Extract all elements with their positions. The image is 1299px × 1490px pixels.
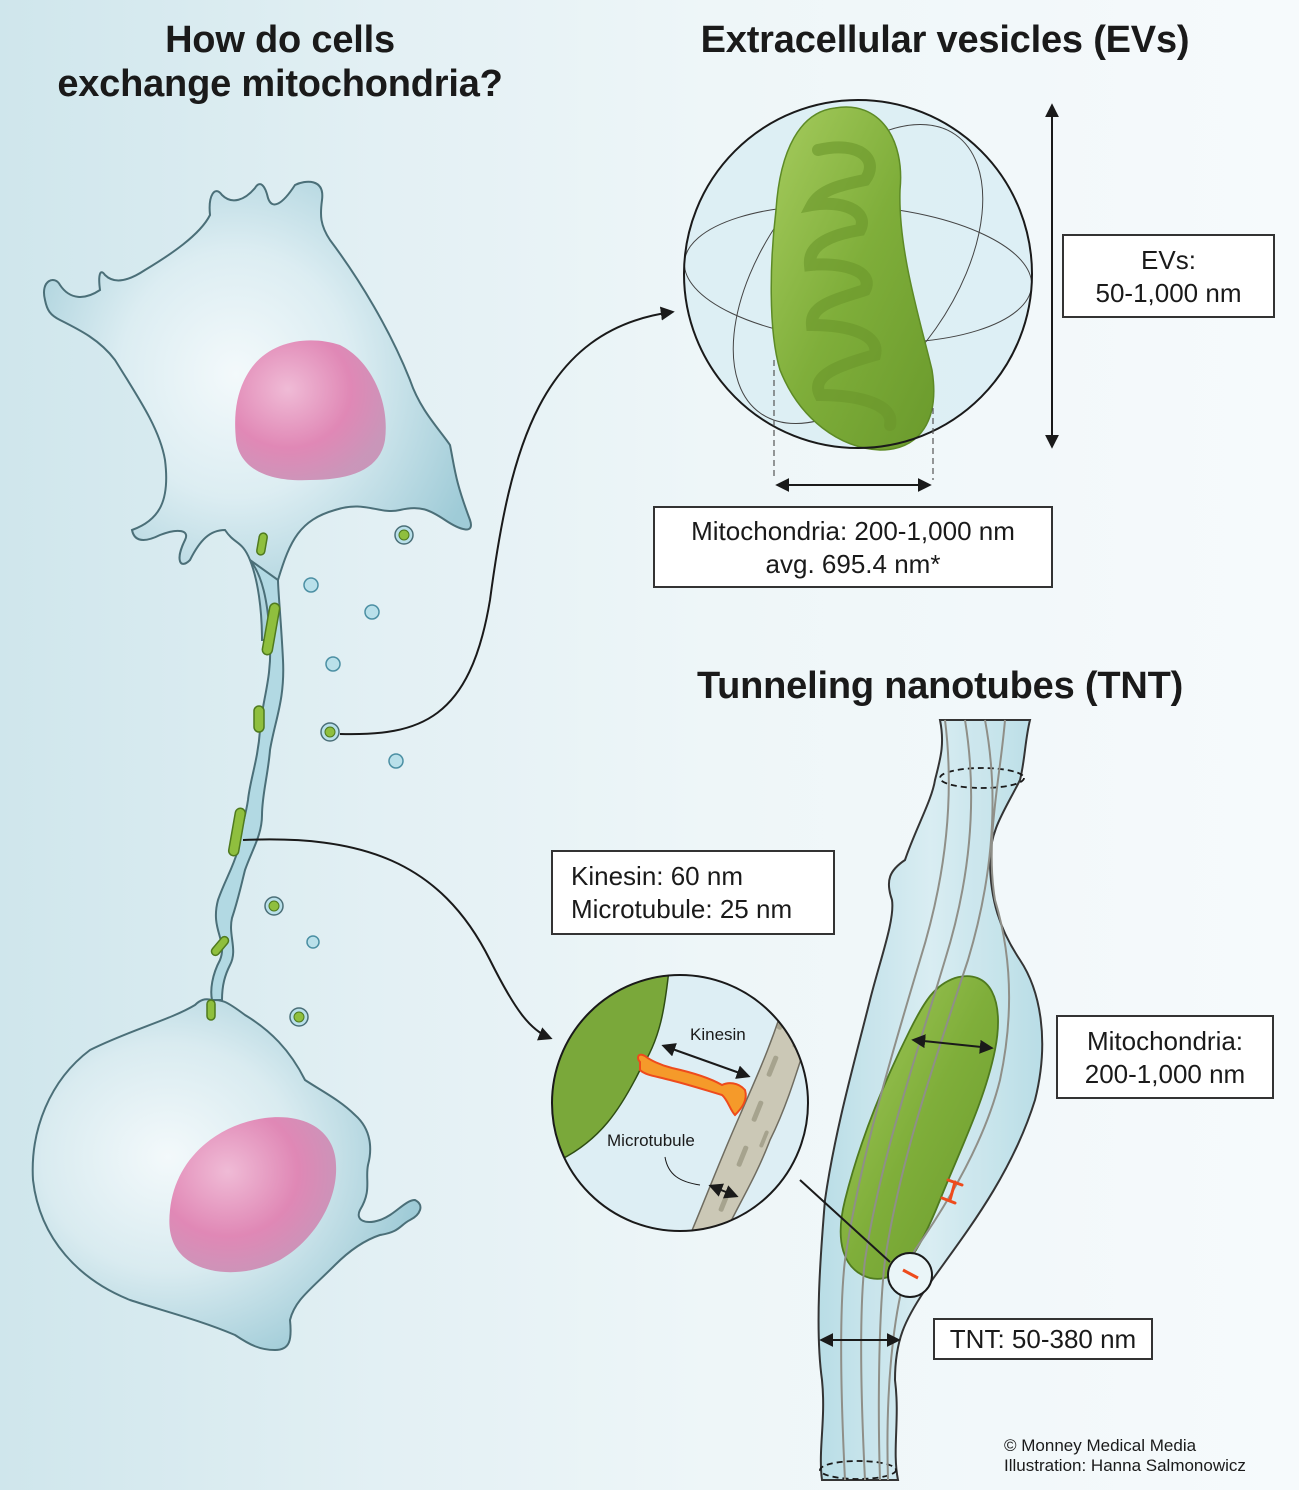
tnt-microtubules: [840, 719, 1011, 1481]
ev-mitochondria-label-line-2: avg. 695.4 nm*: [765, 549, 941, 579]
credits: © Monney Medical Media Illustration: Han…: [1004, 1436, 1246, 1476]
evs-size-label-line-2: 50-1,000 nm: [1095, 278, 1242, 308]
tnt-section-title: Tunneling nanotubes (TNT): [696, 665, 1184, 707]
tnt-mitochondria-width-arrow: [911, 1034, 994, 1054]
kinesin-microtubule-size-label: Kinesin: 60 nm Microtubule: 25 nm: [551, 850, 835, 935]
kinesin-in-bubble: [902, 1268, 919, 1280]
recipient-nucleus: [169, 1117, 337, 1273]
mitochondrion: [253, 705, 265, 733]
mitochondrion: [261, 602, 281, 656]
kinesin-size-line: Kinesin: 60 nm: [571, 861, 743, 891]
microtubule-width-arrow: [708, 1183, 739, 1199]
tnt-connector-arrow: [242, 838, 553, 1041]
tnt-cross-section-bottom: [819, 1460, 897, 1480]
tnt-cross-section-top: [939, 767, 1025, 789]
tnt-mitochondria-label-line-1: Mitochondria:: [1086, 1026, 1244, 1056]
tnt-mitochondria-label-line-2: 200-1,000 nm: [1084, 1059, 1246, 1089]
tnt-mitochondria-size-label: Mitochondria: 200-1,000 nm: [1056, 1015, 1274, 1099]
mitochondrion: [210, 935, 230, 957]
mitochondrion: [256, 532, 268, 556]
recipient-cell: [31, 998, 422, 1352]
ev-sphere-diagram: [683, 99, 1059, 492]
microtubule-pointer-line: [664, 1156, 701, 1186]
mitochondrion: [227, 807, 247, 857]
ev-mitochondrion: [770, 106, 935, 451]
mitochondrion: [206, 999, 216, 1021]
ev-with-mitochondrion: [320, 722, 340, 742]
empty-vesicle: [325, 656, 341, 672]
microtubule-size-line: Microtubule: 25 nm: [571, 894, 793, 924]
ev-connector-arrow: [339, 306, 675, 736]
main-title: How do cells exchange mitochondria?: [30, 18, 530, 106]
donor-nucleus: [235, 340, 386, 481]
illustrator-credit: Illustration: Hanna Salmonowicz: [1004, 1456, 1246, 1475]
kinesin-zoom-circle: [551, 974, 809, 1232]
main-title-line-1: How do cells: [165, 19, 395, 61]
copyright-text: © Monney Medical Media: [1004, 1436, 1197, 1455]
ev-with-mitochondrion: [264, 896, 284, 916]
empty-vesicle: [306, 935, 320, 949]
ev-with-mitochondrion: [394, 525, 414, 545]
kinesin-motors: [940, 1178, 964, 1205]
evs-size-label: EVs: 50-1,000 nm: [1062, 234, 1275, 318]
ev-section-title: Extracellular vesicles (EVs): [700, 19, 1190, 61]
tnt-size-label: TNT: 50-380 nm: [933, 1318, 1153, 1360]
zoom-connector-line: [799, 1179, 891, 1263]
empty-vesicle: [388, 753, 404, 769]
empty-vesicle: [303, 577, 319, 593]
kinesin-inline-label: Kinesin: [690, 1025, 746, 1044]
ev-mitochondria-label-line-1: Mitochondria: 200-1,000 nm: [691, 516, 1015, 546]
ev-with-mitochondrion: [289, 1007, 309, 1027]
zoomed-microtubule: [686, 983, 808, 1231]
evs-size-label-line-1: EVs:: [1141, 245, 1196, 275]
tnt-tube-diagram: [799, 719, 1044, 1481]
empty-vesicle: [364, 604, 380, 620]
ev-mitochondria-size-label: Mitochondria: 200-1,000 nm avg. 695.4 nm…: [653, 506, 1053, 588]
microtubule-inline-label: Microtubule: [607, 1131, 695, 1150]
main-title-line-2: exchange mitochondria?: [57, 63, 503, 105]
extracellular-vesicles: [264, 525, 414, 1027]
transit-mitochondria: [206, 532, 281, 1021]
donor-cell: [43, 180, 472, 641]
kinesin-length-arrow: [661, 1043, 751, 1079]
